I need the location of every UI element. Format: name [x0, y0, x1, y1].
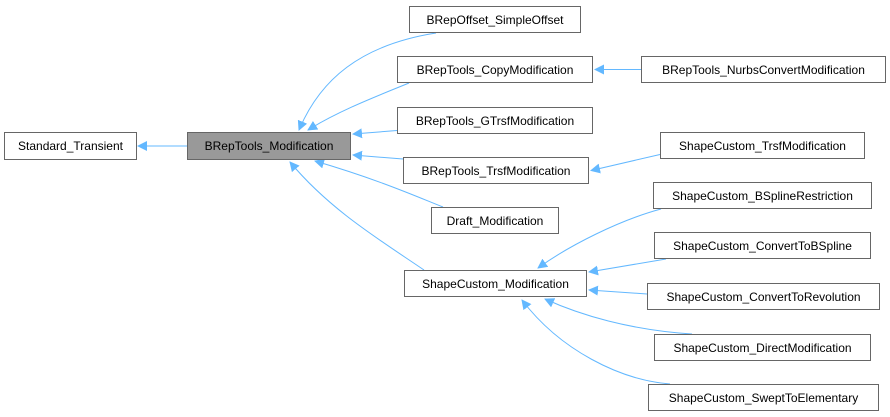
node-shapecustom-directmodification[interactable]: ShapeCustom_DirectModification: [654, 334, 871, 361]
node-breptools-copymodification[interactable]: BRepTools_CopyModification: [397, 56, 593, 83]
edge-shapecustom_modification-to-breptools_modification: [289, 161, 425, 271]
node-draft-modification[interactable]: Draft_Modification: [431, 207, 559, 234]
node-shapecustom-converttobspline[interactable]: ShapeCustom_ConvertToBSpline: [654, 232, 871, 259]
edge-draft_modification-to-breptools_modification: [314, 158, 444, 208]
node-shapecustom-trsfmodification[interactable]: ShapeCustom_TrsfModification: [660, 132, 865, 159]
edge-shapecustom_swepttoelementary-to-shapecustom_modification: [521, 299, 671, 385]
edge-shapecustom_trsfmodification-to-breptools_trsfmodification: [590, 154, 661, 174]
node-shapecustom-modification[interactable]: ShapeCustom_Modification: [404, 270, 587, 297]
edge-shapecustom_converttorevolution-to-shapecustom_modification: [588, 285, 648, 296]
edge-brepoffset_simpleoffset-to-breptools_modification: [297, 32, 437, 131]
edge-breptools_gtrsfmodification-to-breptools_modification: [352, 128, 398, 139]
edge-shapecustom_converttobspline-to-shapecustom_modification: [588, 258, 667, 276]
node-shapecustom-swepttoelementary[interactable]: ShapeCustom_SweptToElementary: [648, 384, 879, 411]
node-brepoffset-simpleoffset[interactable]: BRepOffset_SimpleOffset: [409, 6, 581, 33]
edge-shapecustom_bsplinerestriction-to-shapecustom_modification: [537, 208, 662, 269]
edge-breptools_copymodification-to-breptools_modification: [307, 82, 410, 131]
node-shapecustom-converttorevolution[interactable]: ShapeCustom_ConvertToRevolution: [647, 283, 880, 310]
node-breptools-gtrsfmodification[interactable]: BRepTools_GTrsfModification: [397, 107, 593, 134]
node-breptools-modification[interactable]: BRepTools_Modification: [187, 132, 351, 160]
edge-breptools_trsfmodification-to-breptools_modification: [352, 150, 404, 161]
node-breptools-nurbsconvertmodification[interactable]: BRepTools_NurbsConvertModification: [641, 56, 886, 83]
node-breptools-trsfmodification[interactable]: BRepTools_TrsfModification: [403, 157, 589, 184]
node-shapecustom-bsplinerestriction[interactable]: ShapeCustom_BSplineRestriction: [653, 182, 872, 209]
node-standard-transient[interactable]: Standard_Transient: [4, 132, 137, 160]
edge-shapecustom_directmodification-to-shapecustom_modification: [544, 298, 693, 335]
